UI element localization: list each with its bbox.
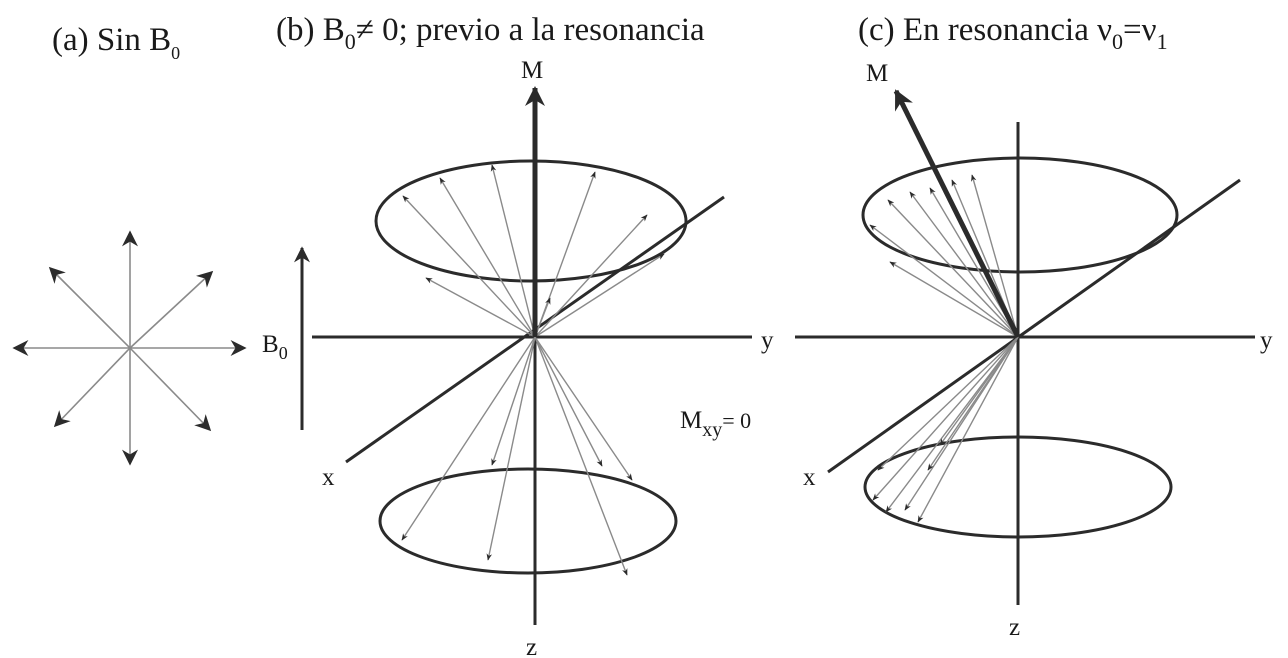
lower-cone-b <box>380 469 676 573</box>
panel-c: M y x z <box>795 60 1273 641</box>
b0-label: B0 <box>262 331 288 363</box>
spin-vector-b-down <box>402 337 535 540</box>
spin-vector-a <box>130 348 210 430</box>
spin-vector-c-down <box>918 337 1018 522</box>
spin-vector-c-up <box>910 192 1018 337</box>
m-label-b: M <box>521 57 543 84</box>
spin-vector-c-up <box>870 225 1018 337</box>
spin-vector-a <box>50 268 130 348</box>
spin-vector-b-down <box>535 337 602 466</box>
spin-vector-b-down <box>535 337 632 480</box>
spin-vector-c-down <box>878 337 1018 470</box>
spin-vector-a <box>130 272 212 348</box>
y-label-c: y <box>1260 327 1273 354</box>
z-label-c: z <box>1009 614 1020 641</box>
spin-vector-c-down <box>873 337 1018 500</box>
mxy-label: Mxy= 0 <box>680 407 751 441</box>
y-label-b: y <box>761 327 774 354</box>
spin-vector-c-down <box>928 337 1018 470</box>
spin-vector-b-up <box>492 165 535 337</box>
panel-a-title: (a) Sin B0 <box>52 22 180 63</box>
upper-cone-b <box>376 161 686 281</box>
spin-vector-b-up <box>426 278 535 337</box>
panel-b-title: (b) B0≠ 0; previo a la resonancia <box>276 12 705 54</box>
x-label-b: x <box>322 464 335 491</box>
axis-x-c <box>828 180 1240 472</box>
spin-vector-a <box>55 348 130 426</box>
panel-c-title: (c) En resonancia ν0=ν1 <box>858 12 1168 54</box>
spin-vector-b-down <box>488 337 535 560</box>
magnetization-vector-c <box>896 91 1018 337</box>
panel-b: B0 M y x z Mxy= 0 <box>262 57 774 658</box>
z-label-b: z <box>526 634 537 658</box>
panel-a-random-spins <box>14 232 245 464</box>
spin-vector-b-up <box>440 178 535 337</box>
m-label-c: M <box>866 60 888 87</box>
spin-vector-b-down <box>535 337 627 575</box>
spin-vector-b-up <box>403 196 535 337</box>
x-label-c: x <box>803 464 816 491</box>
spins-c <box>870 175 1018 522</box>
